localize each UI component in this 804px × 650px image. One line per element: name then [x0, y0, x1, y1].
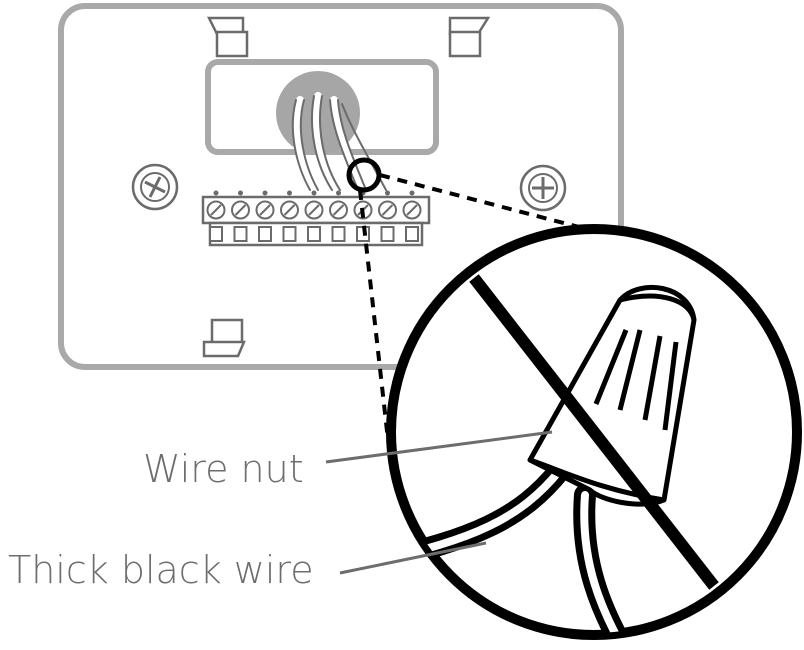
- callout-lines: [358, 173, 599, 441]
- terminal-dot: [385, 190, 390, 196]
- terminal-dot: [336, 190, 341, 196]
- thermostat-wires: [292, 92, 366, 194]
- mounting-clip-top-right: [448, 16, 491, 58]
- terminal-tooth: [233, 226, 248, 242]
- mounting-clip-top-left: [206, 16, 249, 58]
- terminal-tooth: [307, 226, 321, 242]
- terminal-screw-slot: [381, 204, 394, 216]
- terminal-dot: [238, 190, 243, 196]
- terminal-screw-slot: [283, 204, 296, 216]
- label-leaders: [325, 430, 553, 575]
- terminal-tooth: [258, 226, 272, 242]
- wire-nut-label: Wire nut: [143, 447, 304, 491]
- screw-icon: [131, 163, 179, 211]
- terminal-block: [201, 190, 431, 247]
- thick-black-wire-label: Thick black wire: [8, 548, 314, 592]
- terminal-dot: [311, 190, 317, 196]
- thermostat-wires-outline: [291, 95, 387, 191]
- terminal-screw-slot: [406, 204, 418, 216]
- terminal-dot: [287, 190, 292, 196]
- terminal-dot: [262, 190, 268, 196]
- terminal-dot: [213, 190, 219, 196]
- terminal-screw-slot: [234, 204, 247, 216]
- terminal-screw-slot: [210, 204, 222, 216]
- terminal-screw-slot: [259, 204, 271, 216]
- screw-icon: [519, 164, 567, 212]
- terminal-screw-slot: [332, 204, 345, 216]
- mounting-clip-bottom-left: [202, 318, 246, 358]
- terminal-tooth: [405, 226, 419, 242]
- highlight-circle: [346, 157, 382, 193]
- terminal-dot: [409, 190, 415, 196]
- terminal-tooth: [380, 226, 395, 242]
- wire-nut-icon: [527, 284, 697, 507]
- terminal-tooth: [282, 226, 297, 242]
- terminal-tooth: [331, 226, 346, 242]
- terminal-tooth: [209, 226, 223, 242]
- prohibition-icon: [469, 274, 719, 590]
- terminal-screw-slot: [308, 204, 320, 216]
- zoom-callout: [386, 224, 802, 640]
